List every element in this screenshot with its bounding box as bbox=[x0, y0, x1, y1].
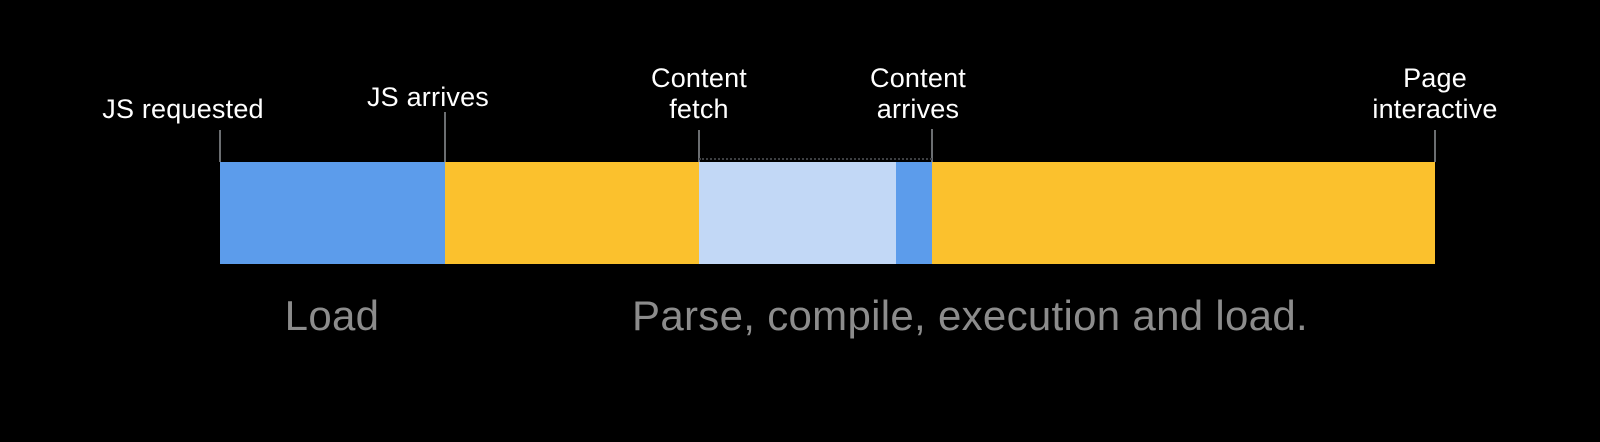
tick-js-requested bbox=[219, 130, 221, 162]
marker-label-content-arrives: Content arrives bbox=[870, 63, 966, 124]
marker-label-content-fetch: Content fetch bbox=[651, 63, 747, 124]
segment-content-arrival bbox=[896, 162, 932, 264]
segment-content-fetch bbox=[699, 162, 896, 264]
segment-parse-compile-a bbox=[445, 162, 699, 264]
tick-content-arrives bbox=[931, 129, 933, 162]
marker-label-page-interactive: Page interactive bbox=[1372, 63, 1498, 124]
timeline-bar bbox=[220, 162, 1435, 264]
segment-parse-compile-b bbox=[932, 162, 1435, 264]
marker-label-js-requested: JS requested bbox=[102, 94, 264, 124]
phase-label-load: Load bbox=[284, 292, 380, 339]
marker-label-js-arrives: JS arrives bbox=[366, 82, 490, 112]
content-fetch-dotted-line bbox=[699, 158, 932, 160]
segment-js-download bbox=[220, 162, 445, 264]
phase-label-parse-compile-execute: Parse, compile, execution and load. bbox=[632, 292, 1308, 339]
tick-content-fetch bbox=[698, 130, 700, 162]
tick-page-interactive bbox=[1434, 130, 1436, 162]
tick-js-arrives bbox=[444, 112, 446, 162]
